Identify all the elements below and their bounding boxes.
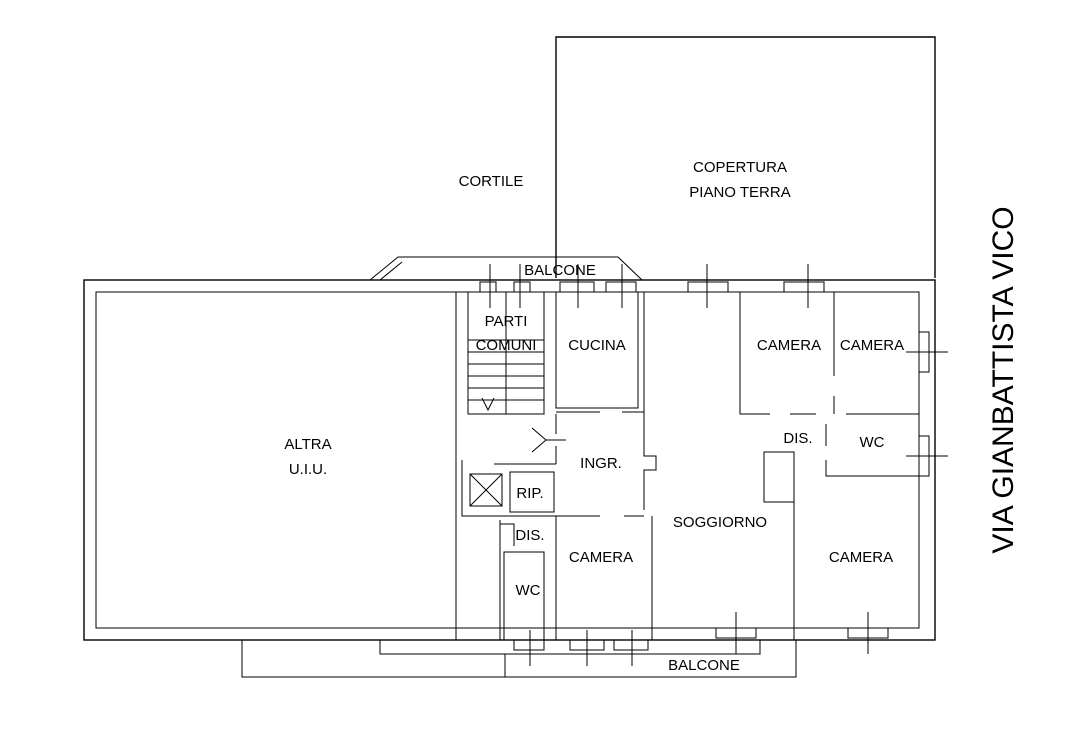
label-balcone-bottom: BALCONE [668, 657, 740, 674]
window-marks-bottom [513, 612, 889, 666]
soggiorno-walls [739, 292, 919, 640]
label-dis-left: DIS. [515, 527, 544, 544]
top-balcony-outline [369, 256, 643, 281]
window-marks-top [479, 264, 825, 308]
label-camera-top-left: CAMERA [757, 337, 821, 354]
label-camera-top-right: CAMERA [840, 337, 904, 354]
copertura-roof-outline [555, 36, 936, 278]
altra-uiu-walls [96, 291, 501, 640]
label-parti-comuni-line1: PARTI [485, 313, 528, 330]
window-marks-right [906, 331, 948, 477]
label-cucina: CUCINA [568, 337, 626, 354]
elevator [461, 460, 556, 517]
label-balcone-top: BALCONE [524, 262, 596, 279]
label-cortile: CORTILE [459, 173, 524, 190]
label-altra-line2: U.I.U. [289, 461, 327, 478]
label-ingresso: INGR. [580, 455, 622, 472]
label-altra-line1: ALTRA [284, 436, 331, 453]
ripostiglio-walls [509, 471, 644, 517]
bottom-balcony-outline [241, 640, 797, 678]
label-copertura-line1: COPERTURA [693, 159, 787, 176]
label-camera-bottom-right: CAMERA [829, 549, 893, 566]
label-soggiorno: SOGGIORNO [673, 514, 767, 531]
outer-walls [83, 279, 936, 641]
label-copertura-line2: PIANO TERRA [689, 184, 790, 201]
label-dis-right: DIS. [783, 430, 812, 447]
stairwell [467, 291, 545, 415]
street-name-label: VIA GIANBATTISTA VICO [987, 206, 1020, 553]
label-wc-right: WC [860, 434, 885, 451]
label-camera-mid: CAMERA [569, 549, 633, 566]
cucina-walls [555, 291, 644, 413]
label-wc-left: WC [516, 582, 541, 599]
label-parti-comuni-line2: COMUNI [476, 337, 537, 354]
label-rip: RIP. [516, 485, 543, 502]
ingresso-walls [531, 292, 657, 510]
